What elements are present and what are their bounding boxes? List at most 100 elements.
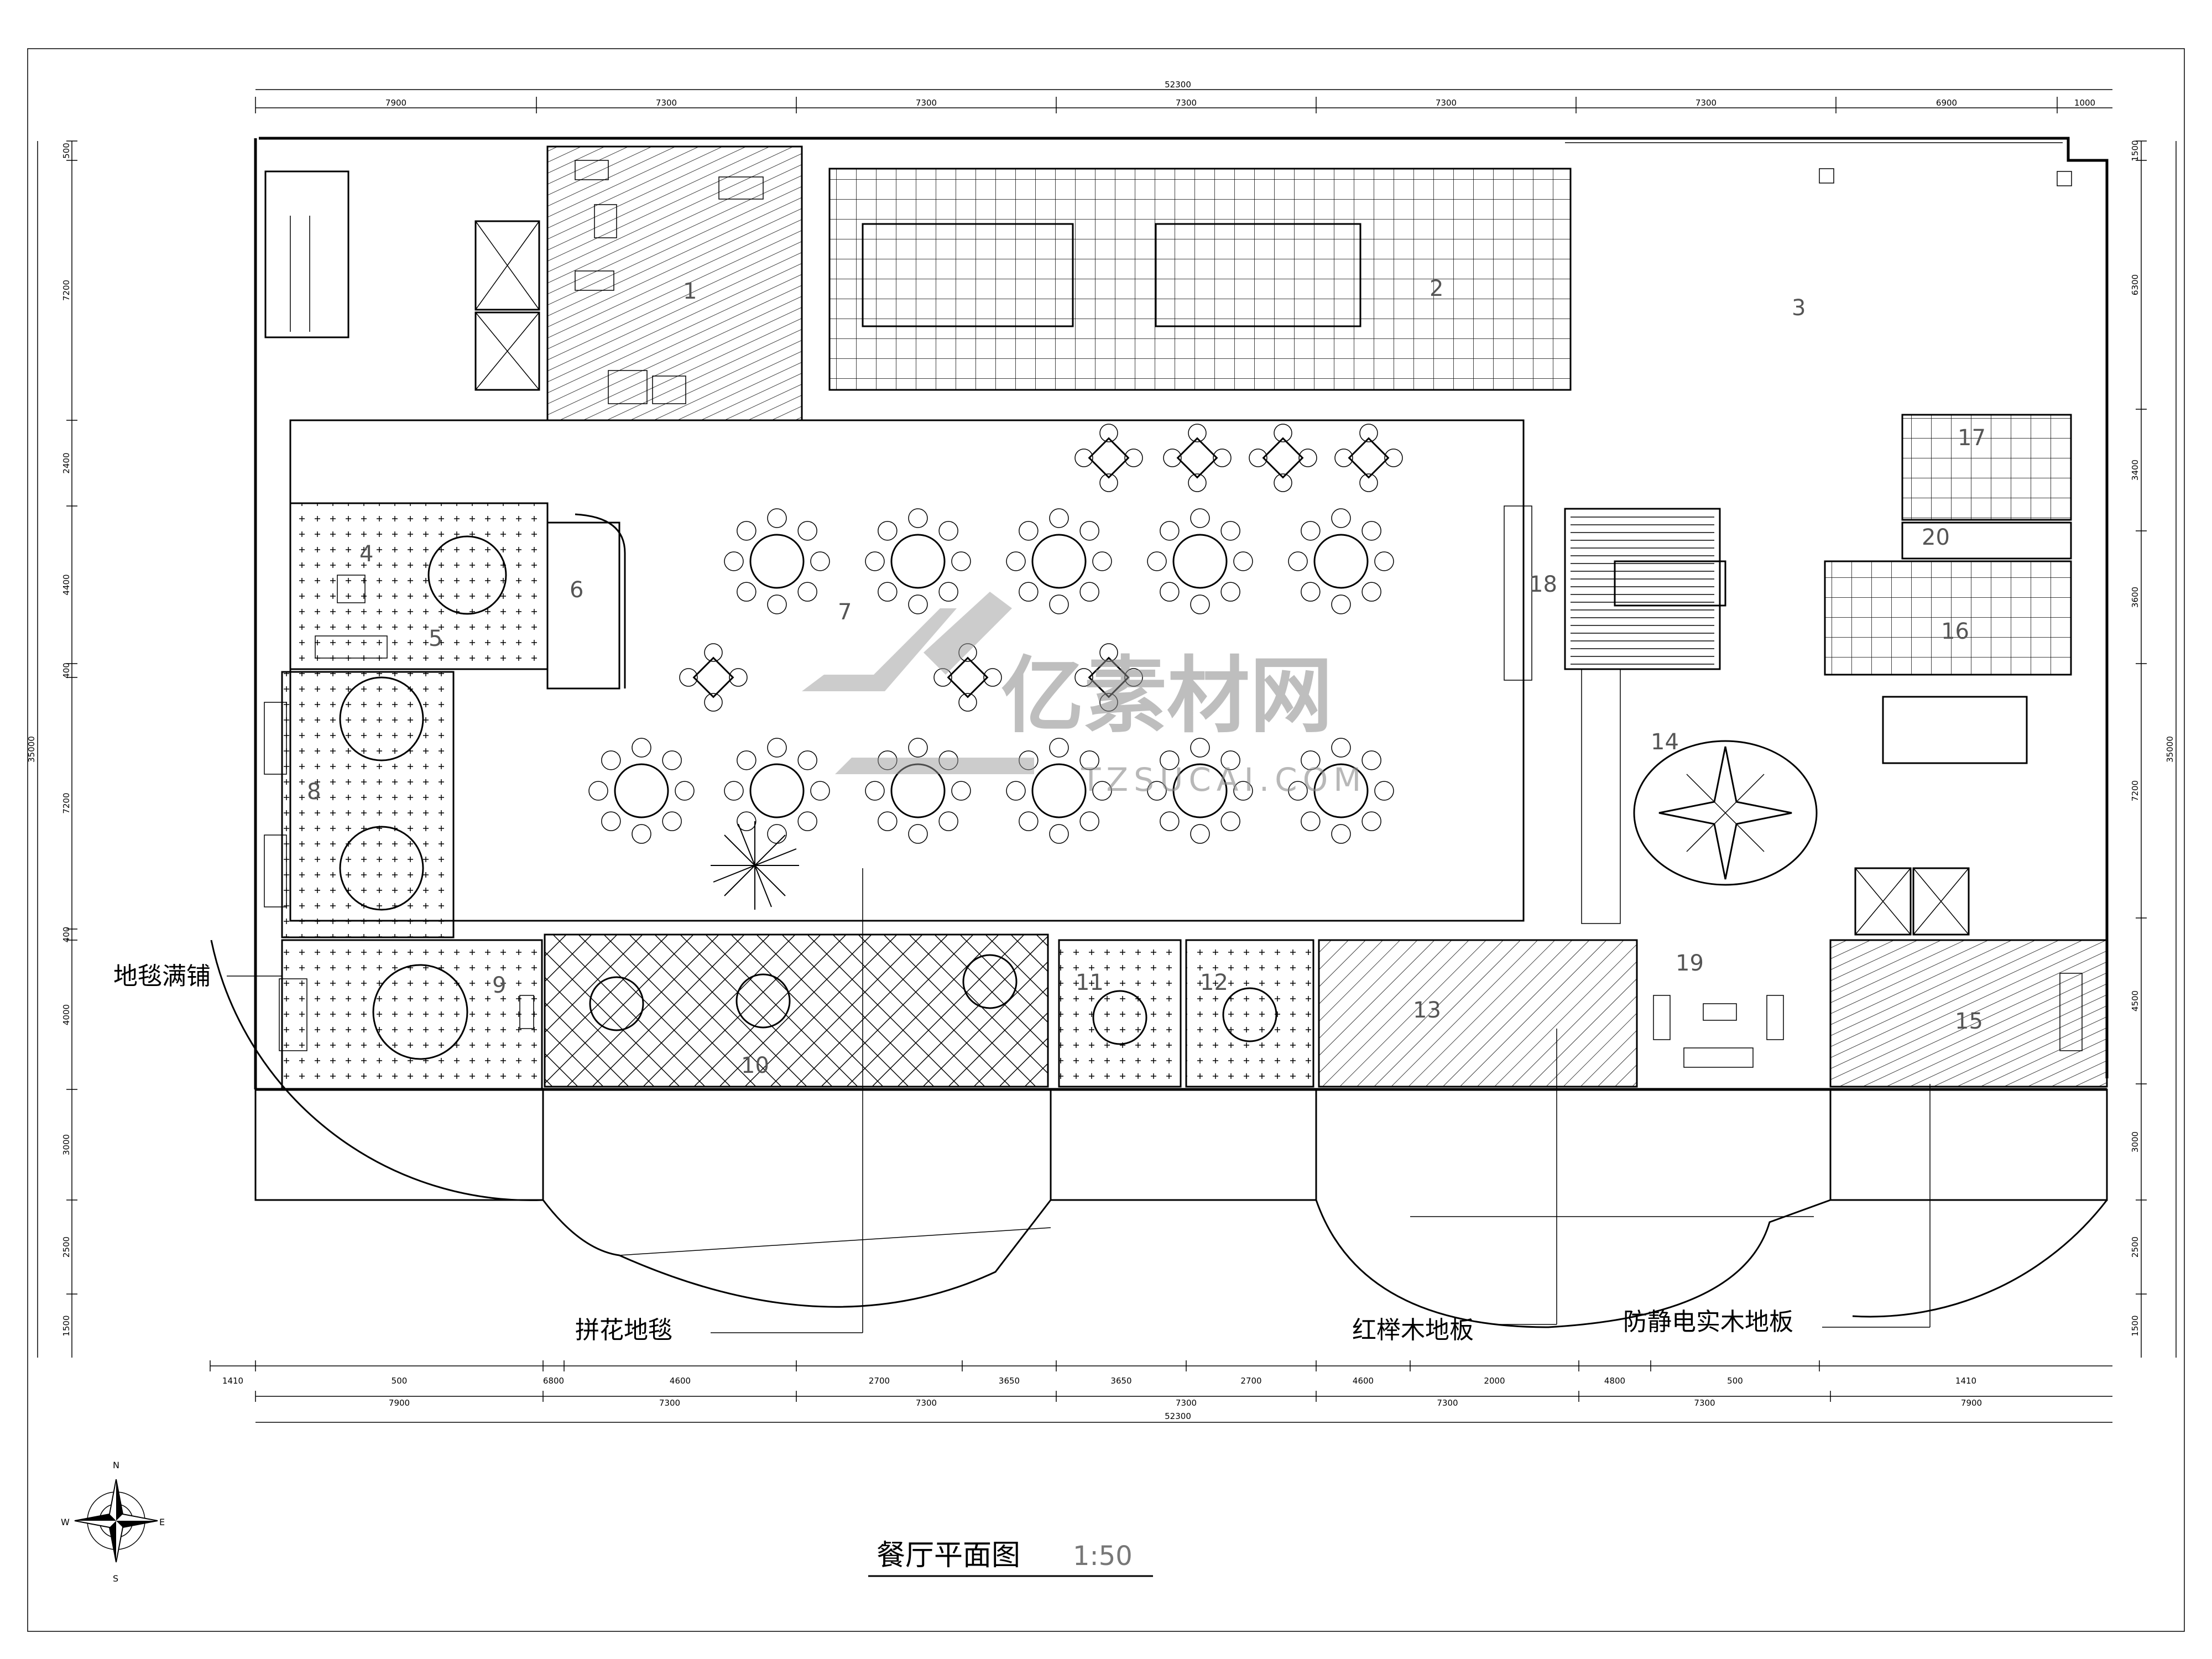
room-label-9: 9 — [492, 973, 506, 998]
right-dim-segment: 6300 — [2130, 274, 2140, 295]
bottom-dim-segment: 500 — [1727, 1376, 1743, 1386]
bottom-dim-segment-2: 7300 — [1694, 1398, 1715, 1408]
left-dim-segment: 1500 — [61, 1315, 71, 1336]
room-10-pattern-carpet — [544, 933, 1049, 1088]
round-table — [588, 738, 695, 844]
drawing-title-block: 餐厅平面图 1:50 — [868, 1539, 1153, 1577]
square-table — [1249, 424, 1317, 492]
round-table — [1288, 738, 1394, 844]
room-18-stair — [1504, 505, 1726, 924]
room-label-5: 5 — [429, 626, 442, 651]
room-label-12: 12 — [1200, 970, 1228, 995]
right-dim-segment: 1500 — [2130, 1315, 2140, 1336]
room-label-7: 7 — [838, 599, 852, 625]
room-label-1: 1 — [683, 279, 697, 304]
room-2-tiled — [828, 168, 1572, 391]
left-dim-segment: 400 — [61, 927, 71, 943]
note-pattern-carpet: 拼花地毯 — [575, 1316, 672, 1344]
room-label-6: 6 — [570, 577, 583, 603]
right-dim-segment: 3600 — [2130, 587, 2140, 608]
left-dim-segment: 2500 — [61, 1237, 71, 1258]
note-carpet-full: 地毯满铺 — [113, 962, 211, 990]
round-table — [724, 508, 830, 614]
bottom-dim-segment-2: 7300 — [1176, 1398, 1197, 1408]
bottom-dim-segment: 6800 — [543, 1376, 564, 1386]
room-label-13: 13 — [1413, 998, 1441, 1023]
bottom-dim-segment: 500 — [392, 1376, 408, 1386]
main-hall-7 — [289, 419, 1525, 922]
left-dim-segment: 400 — [61, 662, 71, 679]
bottom-dim-segment-2: 7300 — [659, 1398, 680, 1408]
square-table — [679, 643, 748, 712]
left-total-dim: 35000 — [27, 736, 36, 763]
stair-elevator-block — [264, 170, 540, 391]
left-dim-segment: 4400 — [61, 574, 71, 595]
compass-w: W — [61, 1517, 70, 1527]
watermark-subtext: TZSUCAI.COM — [1081, 761, 1366, 799]
watermark-logo-icon — [802, 592, 1034, 774]
left-dim-segment: 500 — [61, 143, 71, 159]
top-dim-segment: 1000 — [2074, 98, 2095, 108]
bottom-dim-segment: 2700 — [1240, 1376, 1261, 1386]
plant-icon — [711, 821, 799, 910]
compass-icon: N S E W — [61, 1460, 165, 1584]
room-11-private — [1058, 939, 1182, 1088]
left-dim-segment: 7200 — [61, 792, 71, 813]
bottom-dim-segment: 4600 — [670, 1376, 691, 1386]
bottom-dim-segment: 4800 — [1604, 1376, 1625, 1386]
right-dim-segment: 3000 — [2130, 1131, 2140, 1152]
material-annotations: 地毯满铺 拼花地毯 红榉木地板 防静电实木地板 — [113, 868, 1931, 1344]
round-table — [1288, 508, 1394, 614]
room-6-bar — [546, 513, 626, 690]
square-table — [1334, 424, 1403, 492]
right-dim-segment: 1500 — [2130, 140, 2140, 161]
compass-n: N — [113, 1460, 119, 1470]
room-3 — [1565, 142, 2072, 186]
bottom-total-dim: 52300 — [1165, 1411, 1191, 1421]
room-14-lobby — [1633, 740, 1818, 886]
round-table — [1147, 508, 1253, 614]
room-12-private — [1185, 939, 1314, 1088]
top-dim-segment: 7900 — [385, 98, 406, 108]
room-labels: 1 2 3 4 5 6 7 8 9 10 11 12 13 14 15 16 1… — [307, 276, 1986, 1078]
top-dim-segment: 6900 — [1936, 98, 1957, 108]
room-label-18: 18 — [1529, 572, 1557, 597]
watermark: 亿素材网 TZSUCAI.COM — [802, 592, 1366, 799]
top-dim-segment: 7300 — [916, 98, 937, 108]
round-table — [1006, 508, 1112, 614]
round-table — [865, 508, 971, 614]
bottom-dim-segment: 4600 — [1353, 1376, 1374, 1386]
restrooms — [1824, 414, 2072, 764]
note-antistatic-floor: 防静电实木地板 — [1623, 1308, 1793, 1336]
top-dim-segment: 7300 — [656, 98, 677, 108]
room-8-private — [264, 671, 455, 938]
top-dim-segment: 7300 — [1695, 98, 1717, 108]
top-dim-segment: 7300 — [1176, 98, 1197, 108]
room-13-beech-floor — [1318, 939, 1638, 1088]
round-table — [865, 738, 971, 844]
room-label-20: 20 — [1922, 525, 1950, 550]
room-label-10: 10 — [741, 1053, 769, 1078]
bottom-dim-segment: 1410 — [222, 1376, 243, 1386]
bottom-dim-segment-2: 7300 — [1437, 1398, 1458, 1408]
right-dim-segment: 7200 — [2130, 780, 2140, 801]
left-dim-segment: 3000 — [61, 1134, 71, 1155]
square-table — [1074, 424, 1143, 492]
bottom-dim-segment: 3650 — [999, 1376, 1020, 1386]
top-total-dim: 52300 — [1165, 80, 1191, 90]
bottom-dim-segment-2: 7900 — [1961, 1398, 1982, 1408]
left-dim-segment: 4000 — [61, 1004, 71, 1025]
room-label-16: 16 — [1941, 619, 1969, 644]
bottom-dim-segment: 2700 — [869, 1376, 890, 1386]
room-label-19: 19 — [1676, 951, 1704, 976]
room-label-8: 8 — [307, 779, 321, 805]
round-table — [1147, 738, 1253, 844]
room-label-4: 4 — [359, 541, 373, 567]
side-dimensions: 35000 35000 5007200240044004007200400400… — [27, 140, 2177, 1358]
right-total-dim: 35000 — [2165, 736, 2175, 763]
right-dim-segment: 4500 — [2130, 990, 2140, 1011]
room-label-17: 17 — [1958, 425, 1986, 451]
room-label-15: 15 — [1955, 1009, 1983, 1034]
